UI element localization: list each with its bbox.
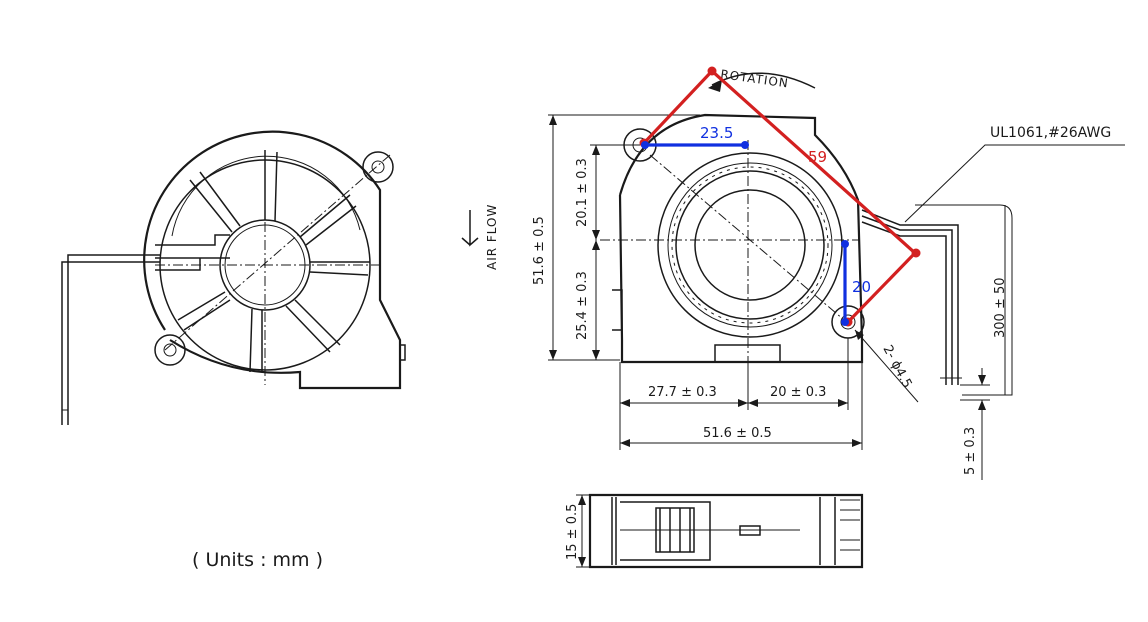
- red-measurement-annotation: 59: [639, 66, 921, 327]
- dim-height-total-label: 51.6 ± 0.5: [532, 216, 547, 285]
- dim-thickness-label: 15 ± 0.5: [565, 504, 580, 560]
- wire-spec-callout: UL1061,#26AWG: [904, 125, 1125, 223]
- rotation-indicator: ROTATION: [708, 67, 816, 92]
- dim-upper-offset-label: 20.1 ± 0.3: [575, 158, 590, 227]
- dim-wire-strip: 5 ± 0.3: [960, 368, 990, 480]
- blue-point-left: [641, 141, 649, 149]
- blue-measurement-annotation: 23.5 20: [641, 124, 871, 326]
- dim-horizontal-offsets: 27.7 ± 0.3 20 ± 0.3: [619, 338, 863, 450]
- air-flow-label: AIR FLOW: [485, 204, 499, 270]
- dim-right-offset-label: 20 ± 0.3: [770, 385, 826, 400]
- dim-width-total-label: 51.6 ± 0.5: [703, 426, 772, 441]
- red-point-right: [911, 248, 921, 258]
- blue-point-top: [841, 240, 849, 248]
- blue-point-bottom: [841, 318, 849, 326]
- dim-lower-offset-label: 25.4 ± 0.3: [575, 271, 590, 340]
- left-view-fan: [61, 130, 406, 425]
- air-flow-indicator: AIR FLOW: [461, 204, 499, 270]
- dim-wire-strip-label: 5 ± 0.3: [963, 427, 978, 475]
- blue-horizontal-label: 23.5: [700, 124, 733, 142]
- dim-lower-offset: 25.4 ± 0.3: [575, 240, 600, 360]
- dim-upper-offset: 20.1 ± 0.3: [575, 144, 640, 240]
- units-label: ( Units : mm ): [192, 549, 323, 571]
- dim-left-offset-label: 27.7 ± 0.3: [648, 385, 717, 400]
- dim-height-total: 51.6 ± 0.5: [532, 114, 700, 361]
- dim-hole-label: 2- ϕ4.5: [879, 343, 914, 391]
- wire-spec-label: UL1061,#26AWG: [990, 125, 1111, 141]
- side-view-fan: 15 ± 0.5: [565, 493, 864, 569]
- dim-wire-length: 300 ± 50: [915, 204, 1013, 396]
- blue-vertical-label: 20: [852, 278, 871, 296]
- red-point-top: [707, 66, 717, 76]
- dim-hole-callout: 2- ϕ4.5: [854, 329, 919, 403]
- dim-width-total: 51.6 ± 0.5: [620, 426, 862, 447]
- red-diagonal-label: 59: [808, 148, 827, 166]
- dim-wire-length-label: 300 ± 50: [993, 277, 1008, 338]
- blue-point-right: [741, 141, 749, 149]
